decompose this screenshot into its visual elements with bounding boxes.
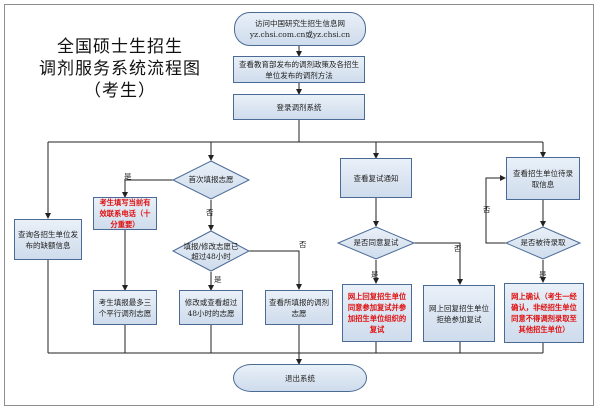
node-start: 访问中国研究生招生信息网 yz.chsi.com.cn或yz.chsi.cn bbox=[234, 12, 366, 46]
label-agree-yes: 是 bbox=[371, 270, 379, 279]
label-first-yes: 是 bbox=[124, 172, 132, 181]
label-agree-no: 否 bbox=[454, 244, 462, 253]
node-modify-view: 修改或查看超过48小时的志愿 bbox=[179, 290, 243, 325]
node-online-refuse: 网上回复招生单位拒绝参加复试 bbox=[423, 285, 495, 342]
node-online-agree: 网上回复招生单位同意参加复试并参加招生单位组织的复试 bbox=[342, 284, 412, 342]
node-admit-q: 是否被待录取 bbox=[520, 238, 566, 247]
arrow-agree-no bbox=[413, 242, 463, 285]
node-fill-max3: 考生填报最多三个平行调剂志愿 bbox=[93, 290, 157, 325]
label-modify-yes: 是 bbox=[214, 275, 222, 284]
diagram-title-line2: 调剂服务系统流程图 bbox=[39, 59, 201, 79]
node-view-filled: 查看所填报的调剂志愿 bbox=[265, 290, 333, 325]
node-login: 登录调剂系统 bbox=[233, 94, 365, 120]
node-view-admit: 查看招生单位待录取信息 bbox=[506, 157, 580, 200]
node-exit: 退出系统 bbox=[233, 364, 367, 392]
label-admit-yes: 是 bbox=[539, 270, 547, 279]
arrow-modify-no bbox=[249, 250, 302, 290]
node-view-retest: 查看复试通知 bbox=[340, 158, 412, 198]
arrow-first-yes bbox=[122, 179, 175, 198]
label-first-no: 否 bbox=[206, 208, 214, 217]
node-online-confirm: 网上确认（考生一经确认，非经招生单位同意不得调剂录取至其他招生单位） bbox=[504, 283, 584, 343]
node-fill-phone: 考生填写当前有效联系电话（十分重要） bbox=[93, 197, 157, 230]
node-modify-q: 填报/修改志愿已超过48小时 bbox=[183, 242, 239, 261]
diagram-title-line3: （考生） bbox=[84, 81, 156, 101]
label-modify-no: 否 bbox=[299, 240, 307, 249]
label-admit-no: 否 bbox=[483, 205, 491, 214]
diamond-first-fill bbox=[171, 160, 251, 200]
node-policy: 查看教育部发布的调剂政策及各招生单位发布的调剂方法 bbox=[233, 56, 365, 83]
diagram-frame bbox=[4, 4, 594, 406]
diamond-agree bbox=[336, 226, 416, 260]
arrow-admit-no bbox=[485, 175, 506, 244]
node-query-vacancy: 查询各招生单位发布的缺额信息 bbox=[14, 219, 82, 260]
diamond-admit bbox=[504, 226, 582, 260]
node-first-fill-q: 首次填报志愿 bbox=[188, 175, 234, 184]
node-agree-q: 是否同意复试 bbox=[353, 238, 399, 247]
diamond-modify bbox=[171, 230, 251, 272]
diagram-title-line1: 全国硕士生招生 bbox=[57, 37, 183, 57]
